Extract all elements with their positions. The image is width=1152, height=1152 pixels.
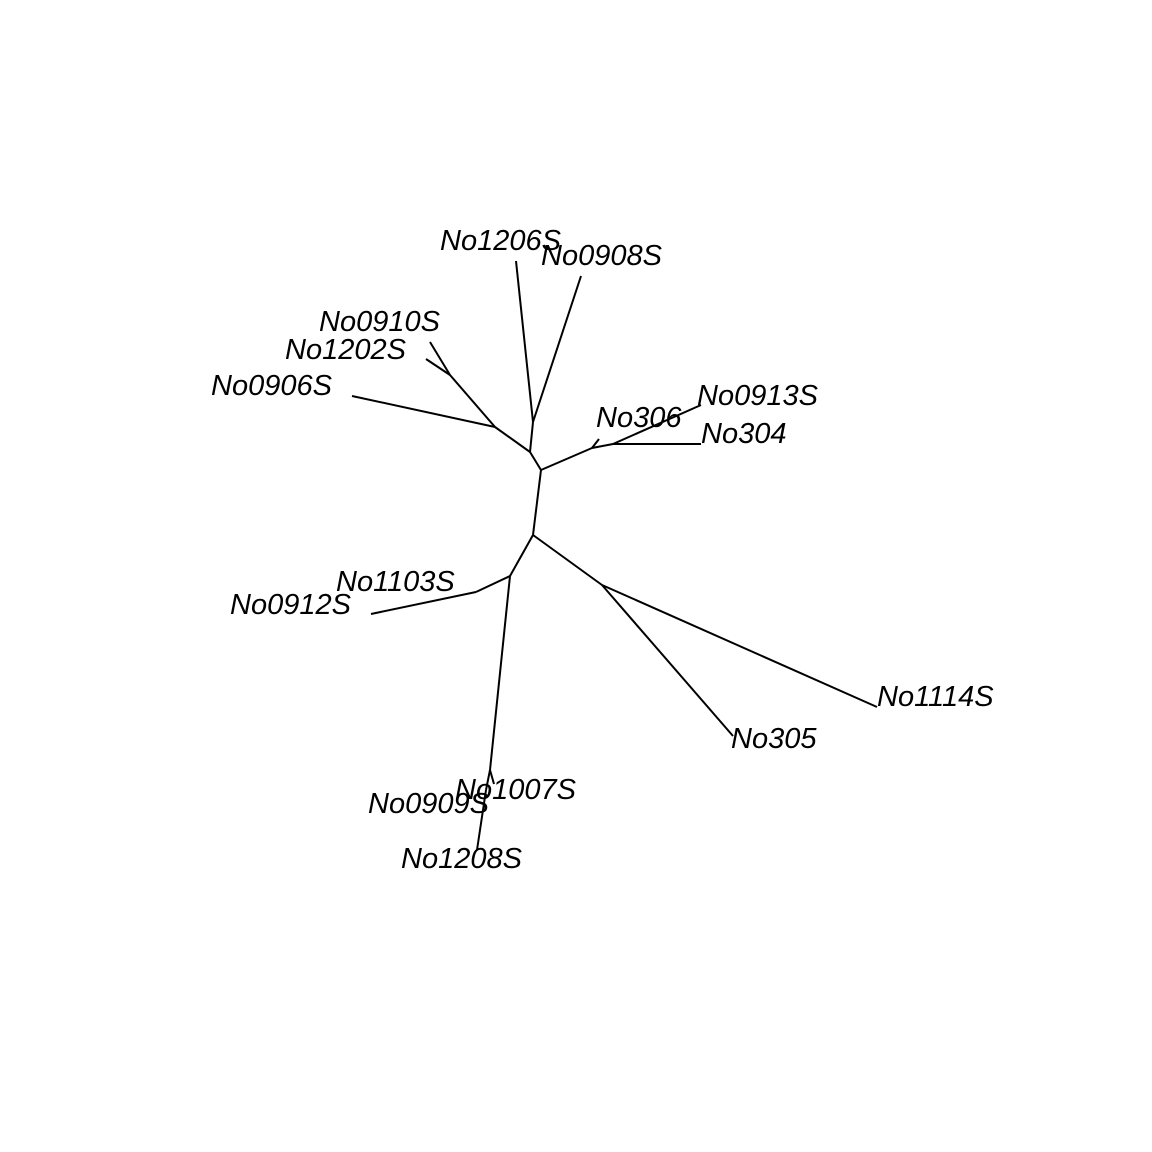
tip-label: No1114S bbox=[877, 681, 994, 713]
tree-branch bbox=[612, 404, 702, 445]
tree-branch bbox=[489, 575, 511, 771]
tree-branch bbox=[601, 584, 878, 708]
tree-branch bbox=[532, 469, 542, 536]
tree-branch bbox=[370, 591, 477, 615]
tip-label: No1206S bbox=[440, 225, 562, 257]
tip-label: No306 bbox=[596, 402, 682, 434]
tree-branch bbox=[532, 275, 582, 423]
tree-branch bbox=[425, 358, 451, 376]
tree-branch bbox=[601, 584, 734, 737]
tree-branch bbox=[515, 260, 534, 423]
tree-branch bbox=[591, 438, 600, 449]
tree-branch bbox=[489, 769, 495, 785]
tree-branch bbox=[509, 534, 534, 577]
tree-branch bbox=[529, 421, 534, 453]
tip-labels: No1206S No0908S No0910S No1202S No0906S … bbox=[211, 225, 994, 875]
tip-label: No0906S bbox=[211, 370, 333, 402]
tip-label: No0913S bbox=[697, 380, 819, 412]
tip-label: No0908S bbox=[541, 240, 663, 272]
tree-branch bbox=[449, 374, 496, 428]
tip-label: No0910S bbox=[319, 306, 441, 338]
tree-branch bbox=[351, 395, 496, 428]
tree-branch bbox=[540, 447, 593, 471]
tree-branch bbox=[532, 534, 603, 586]
tree-branch bbox=[476, 789, 487, 851]
tree-branch bbox=[494, 426, 531, 453]
tree-branch bbox=[475, 575, 511, 593]
tip-label: No1202S bbox=[285, 334, 407, 366]
tip-label: No304 bbox=[701, 418, 786, 450]
tree-branch bbox=[429, 341, 451, 376]
tip-label: No1208S bbox=[401, 843, 523, 875]
tree-branch bbox=[485, 769, 491, 791]
tree-branch bbox=[529, 451, 542, 471]
tip-label: No1103S bbox=[336, 566, 455, 598]
tip-label: No0909S bbox=[368, 788, 490, 820]
tip-label: No1007S bbox=[455, 774, 577, 806]
tree-branch bbox=[591, 443, 614, 449]
tip-label: No0912S bbox=[230, 589, 352, 621]
tree-edges bbox=[351, 260, 878, 851]
tip-label: No305 bbox=[731, 723, 817, 755]
